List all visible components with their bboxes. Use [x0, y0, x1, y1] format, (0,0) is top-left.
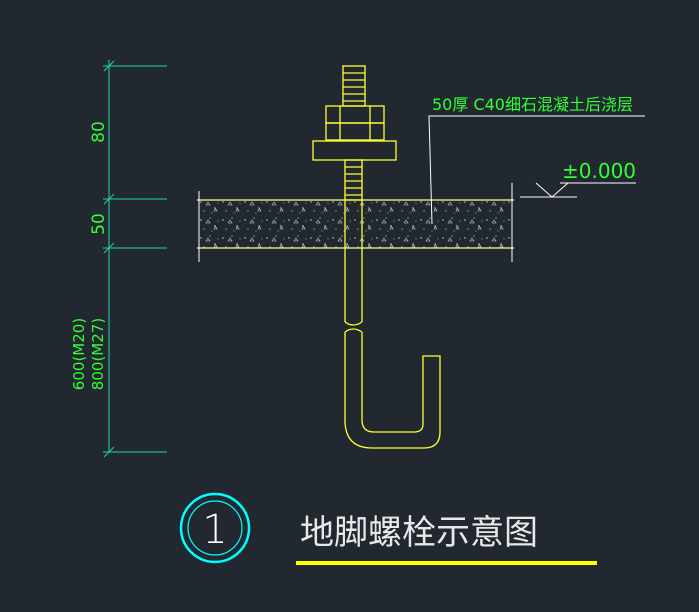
level-text: ±0.000	[562, 159, 636, 183]
annotation-leader	[428, 115, 645, 225]
drawing-title: 地脚螺栓示意图	[300, 513, 538, 553]
dimension-chain	[103, 60, 167, 458]
callout-circle-icon	[179, 492, 251, 564]
level-triangle-icon	[520, 182, 636, 198]
dim-50: 50	[89, 213, 109, 235]
annotation-text: 50厚 C40细石混凝土后浇层	[432, 95, 633, 114]
dim-800: 800(M27)	[89, 318, 107, 390]
anchor-bolt	[312, 65, 441, 449]
dim-600: 600(M20)	[70, 318, 88, 390]
dim-80: 80	[89, 121, 109, 143]
callout-number: 1	[202, 507, 227, 553]
